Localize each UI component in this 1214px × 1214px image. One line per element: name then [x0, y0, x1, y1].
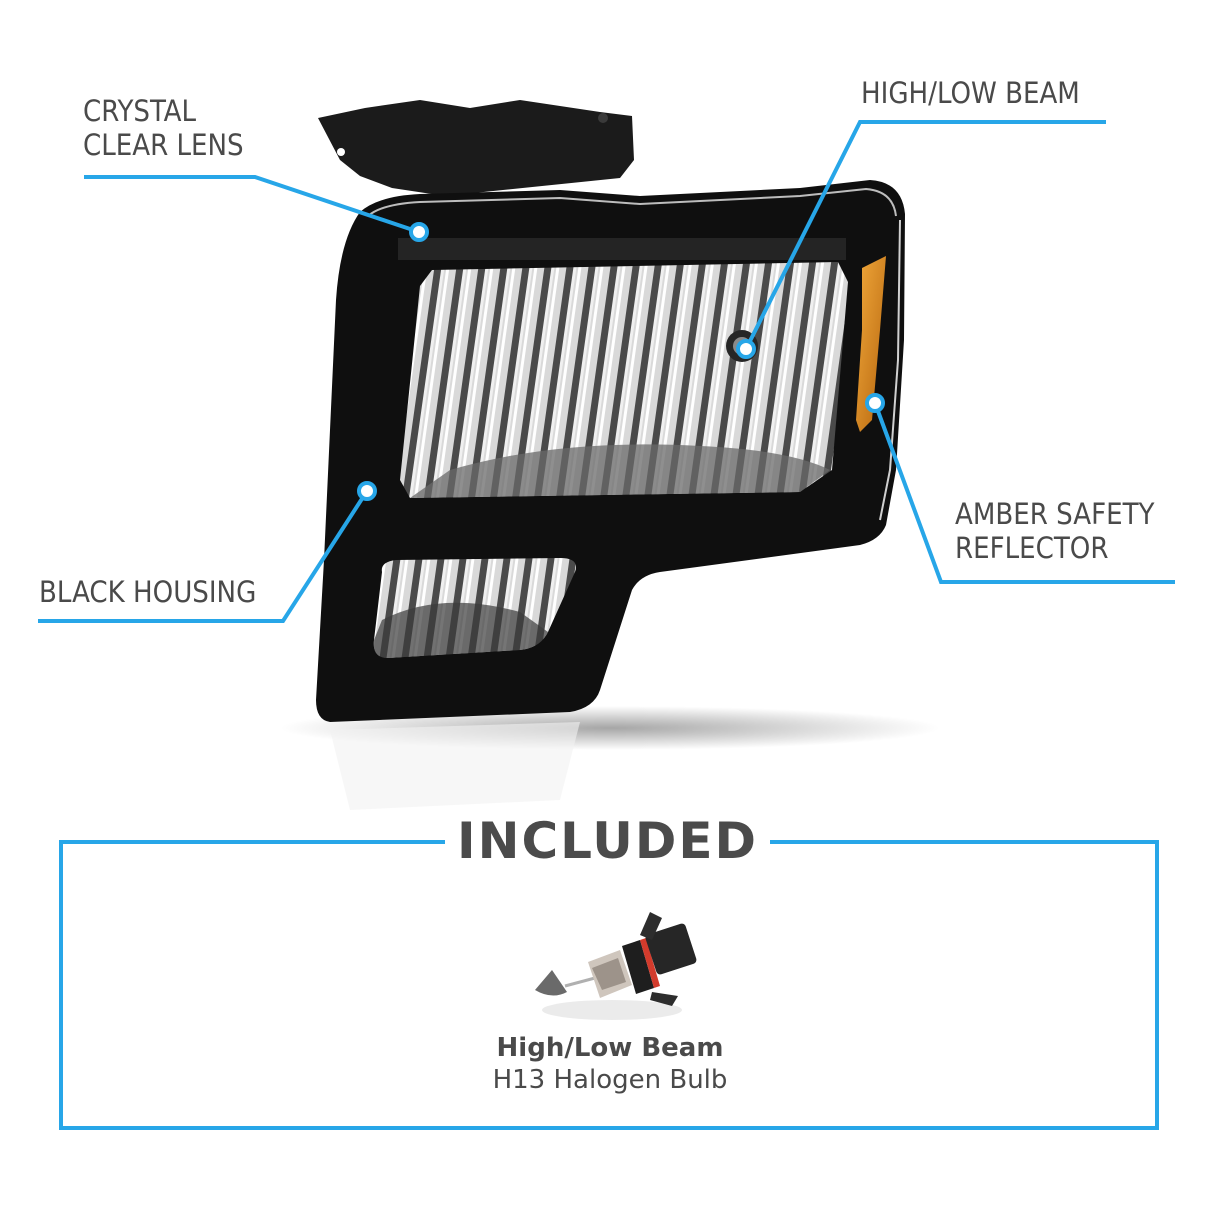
callout-label-line: AMBER SAFETY [955, 497, 1155, 531]
callout-dot-high-low-beam [736, 339, 756, 359]
callout-label-line: CRYSTAL [83, 94, 197, 128]
mounting-bracket [318, 100, 634, 196]
callout-label-amber-safety-reflector: AMBER SAFETY REFLECTOR [955, 497, 1154, 565]
callout-line-black-housing [38, 489, 369, 623]
included-item-name: High/Low Beam [496, 1033, 724, 1063]
callout-line-crystal-clear-lens [84, 175, 420, 234]
included-item-caption: High/Low Beam H13 Halogen Bulb [420, 1032, 800, 1096]
callout-label-line: HIGH/LOW BEAM [861, 76, 1080, 110]
callout-line-amber-safety-reflector [873, 402, 1175, 584]
callout-label-black-housing: BLACK HOUSING [39, 575, 256, 609]
callout-line-high-low-beam [744, 120, 1106, 350]
callout-label-crystal-clear-lens: CRYSTAL CLEAR LENS [83, 94, 244, 162]
included-title: INCLUDED [445, 812, 770, 870]
amber-reflector [856, 256, 886, 432]
h13-bulb-icon [535, 912, 697, 1020]
callout-label-high-low-beam: HIGH/LOW BEAM [861, 76, 1080, 110]
callout-dot-amber-safety-reflector [865, 393, 885, 413]
callout-label-line: CLEAR LENS [83, 128, 244, 162]
callout-dot-black-housing [357, 481, 377, 501]
callout-dots [357, 222, 885, 501]
callout-dot-crystal-clear-lens [409, 222, 429, 242]
callout-label-line: BLACK HOUSING [39, 575, 257, 609]
included-item-description: H13 Halogen Bulb [492, 1065, 728, 1095]
main-reflector [400, 262, 848, 498]
callout-label-line: REFLECTOR [955, 531, 1109, 565]
callout-lines [38, 120, 1175, 623]
